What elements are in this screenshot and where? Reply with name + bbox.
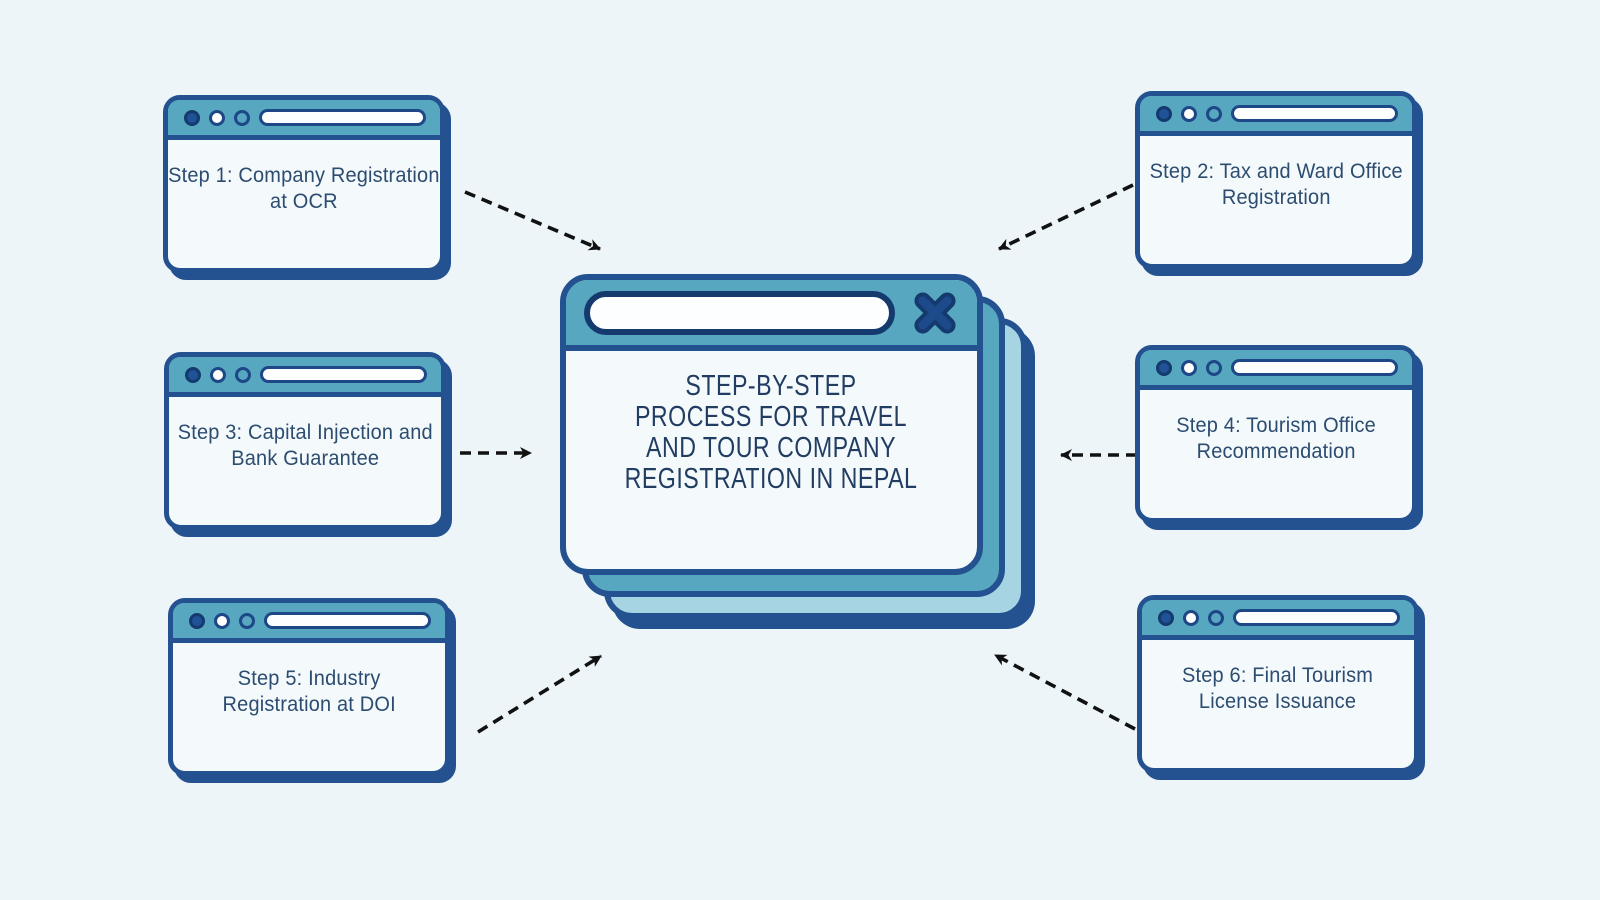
window-dot-white-icon <box>214 612 230 629</box>
step-text-line: Step 3: Capital Injection and <box>177 421 433 444</box>
step-1-label: Step 1: Company Registration at OCR <box>168 163 439 215</box>
step-text-line: Step 2: Tax and Ward Office <box>1149 160 1403 183</box>
browser-header <box>173 603 445 643</box>
step-5-label: Step 5: Industry Registration at DOI <box>222 666 395 718</box>
window-dot-teal-icon <box>239 612 255 629</box>
window-dot-white-icon <box>1183 609 1199 626</box>
step-text-line: Step 6: Final Tourism <box>1182 664 1374 687</box>
step-6-label: Step 6: Final Tourism License Issuance <box>1182 663 1373 715</box>
window-dot-white-icon <box>1181 359 1197 376</box>
step-6-card: Step 6: Final Tourism License Issuance <box>1137 595 1419 773</box>
title-line: PROCESS FOR TRAVEL <box>635 401 908 433</box>
window-dot-navy-icon <box>185 366 201 383</box>
window-dot-teal-icon <box>1208 609 1224 626</box>
step-text-line: License Issuance <box>1199 690 1357 713</box>
browser-header <box>566 280 977 351</box>
step-text-line: Recommendation <box>1196 440 1356 463</box>
address-bar <box>1231 105 1398 122</box>
address-bar <box>264 612 431 629</box>
window-dot-teal-icon <box>1206 105 1222 122</box>
browser-header <box>1140 350 1412 390</box>
window-dot-navy-icon <box>1158 609 1174 626</box>
close-icon[interactable] <box>907 285 963 341</box>
address-bar <box>584 290 895 335</box>
browser-header <box>169 357 441 397</box>
window-dot-navy-icon <box>1156 359 1172 376</box>
step-text-line: Step 5: Industry <box>237 667 381 690</box>
card-body: Step 6: Final Tourism License Issuance <box>1142 640 1414 768</box>
card-body: Step 2: Tax and Ward Office Registration <box>1140 136 1412 264</box>
card-body: STEP-BY-STEP PROCESS FOR TRAVEL AND TOUR… <box>566 351 977 569</box>
step-3-label: Step 3: Capital Injection and Bank Guara… <box>177 420 432 472</box>
window-dot-navy-icon <box>184 109 200 126</box>
arrow-step2-to-center <box>998 183 1134 251</box>
step-text-line: Bank Guarantee <box>231 447 379 470</box>
arrow-step5-to-center <box>477 654 602 734</box>
window-dot-teal-icon <box>234 109 250 126</box>
arrow-step1-to-center <box>464 190 601 251</box>
address-bar <box>260 366 427 383</box>
step-text-line: Step 1: Company Registration <box>168 164 440 187</box>
card-body: Step 5: Industry Registration at DOI <box>173 643 445 771</box>
browser-header <box>1142 600 1414 640</box>
step-2-card: Step 2: Tax and Ward Office Registration <box>1135 91 1417 269</box>
window-dot-navy-icon <box>1156 105 1172 122</box>
browser-header <box>168 100 440 140</box>
step-3-card: Step 3: Capital Injection and Bank Guara… <box>164 352 446 530</box>
window-dot-white-icon <box>1181 105 1197 122</box>
step-4-label: Step 4: Tourism Office Recommendation <box>1176 413 1376 465</box>
window-dot-white-icon <box>209 109 225 126</box>
arrow-step6-to-center <box>994 653 1136 731</box>
center-card: STEP-BY-STEP PROCESS FOR TRAVEL AND TOUR… <box>560 274 983 575</box>
step-2-label: Step 2: Tax and Ward Office Registration <box>1149 159 1402 211</box>
title-line: REGISTRATION IN NEPAL <box>625 463 918 495</box>
address-bar <box>259 109 426 126</box>
step-text-line: Registration <box>1221 186 1331 209</box>
title-line: AND TOUR COMPANY <box>646 432 897 464</box>
address-bar <box>1231 359 1398 376</box>
card-body: Step 1: Company Registration at OCR <box>168 140 440 268</box>
window-dot-teal-icon <box>1206 359 1222 376</box>
center-title: STEP-BY-STEP PROCESS FOR TRAVEL AND TOUR… <box>625 371 918 495</box>
step-5-card: Step 5: Industry Registration at DOI <box>168 598 450 776</box>
window-dot-teal-icon <box>235 366 251 383</box>
browser-header <box>1140 96 1412 136</box>
step-1-card: Step 1: Company Registration at OCR <box>163 95 445 273</box>
step-text-line: Step 4: Tourism Office <box>1176 414 1376 437</box>
step-text-line: at OCR <box>270 190 338 213</box>
step-text-line: Registration at DOI <box>222 693 396 716</box>
window-dot-navy-icon <box>189 612 205 629</box>
card-body: Step 4: Tourism Office Recommendation <box>1140 390 1412 518</box>
window-dot-white-icon <box>210 366 226 383</box>
address-bar <box>1233 609 1400 626</box>
step-4-card: Step 4: Tourism Office Recommendation <box>1135 345 1417 523</box>
title-line: STEP-BY-STEP <box>685 370 858 402</box>
card-body: Step 3: Capital Injection and Bank Guara… <box>169 397 441 525</box>
